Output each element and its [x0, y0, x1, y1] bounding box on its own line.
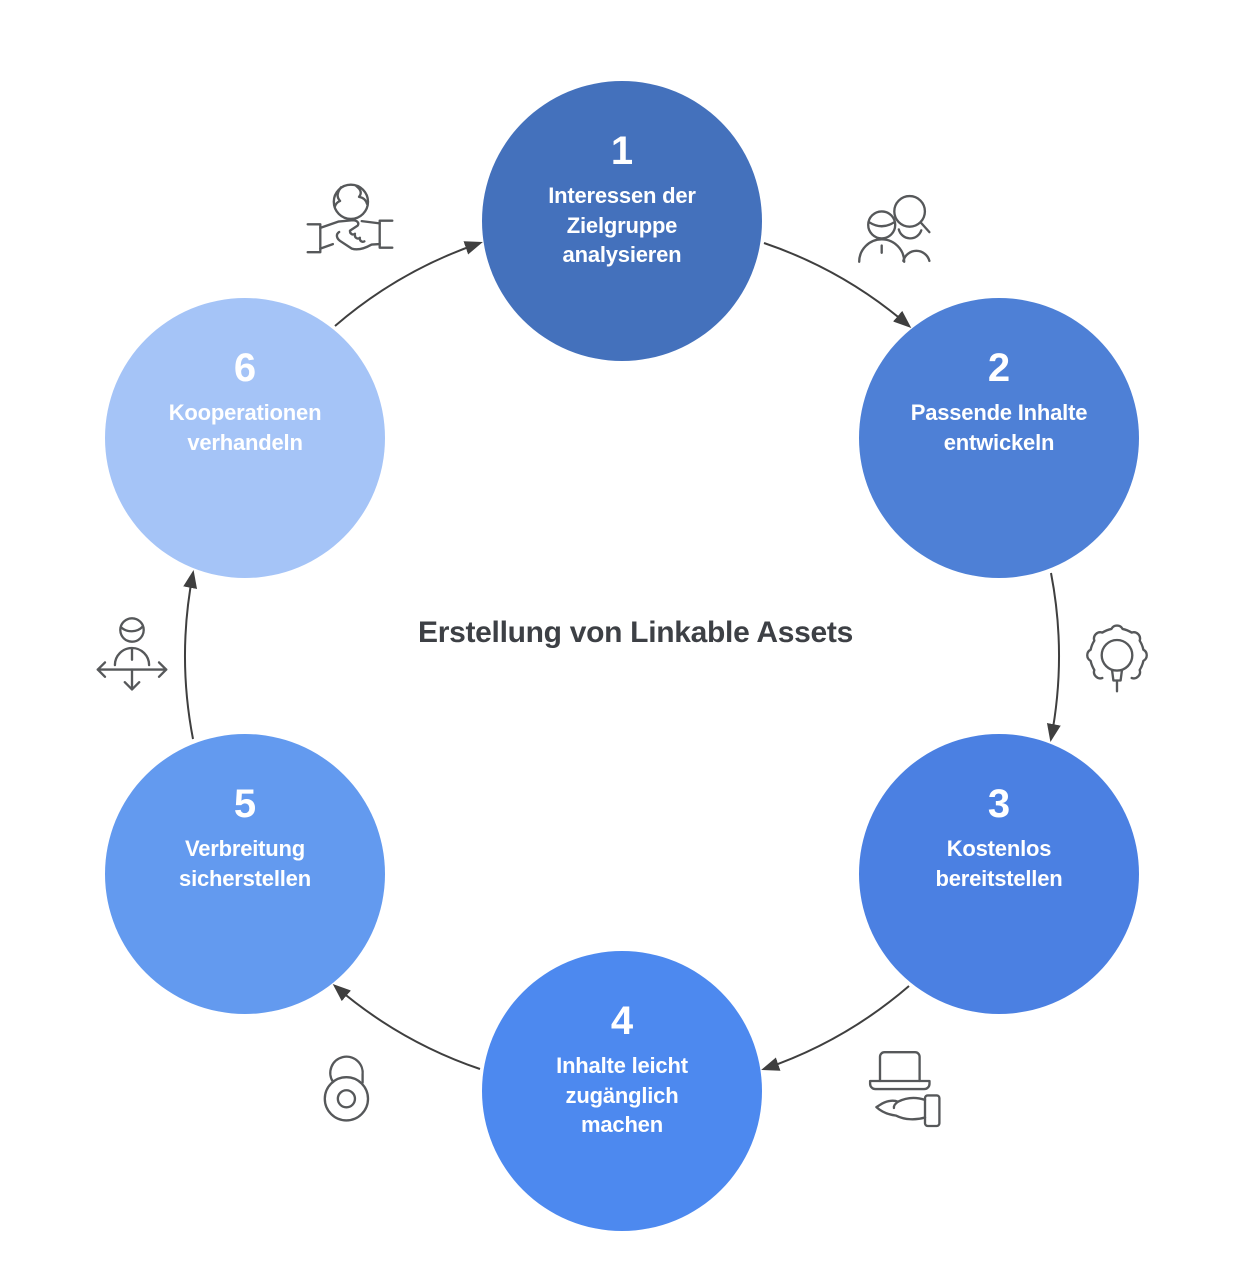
hand-laptop-icon [853, 1045, 943, 1135]
person-distribution-icon [87, 612, 177, 702]
arrow-1-to-2 [763, 242, 912, 328]
arrow-5-to-6 [183, 570, 198, 740]
step-label: Inhalte leicht zugänglich machen [556, 1053, 688, 1138]
step-circle-1: 1 Interessen der Zielgruppe analysieren [482, 81, 762, 361]
step-circle-4: 4 Inhalte leicht zugänglich machen [482, 951, 762, 1231]
step-number: 1 [610, 129, 634, 173]
step-label: Interessen der Zielgruppe analysieren [548, 183, 696, 268]
open-lock-icon [305, 1043, 395, 1133]
step-circle-6: 6 Kooperationen verhandeln [105, 298, 385, 578]
step-number: 5 [233, 782, 257, 826]
step-label: Verbreitung sicherstellen [179, 836, 311, 891]
step-circle-5: 5 Verbreitung sicherstellen [105, 734, 385, 1014]
step-number: 2 [987, 346, 1011, 390]
step-circle-3: 3 Kostenlos bereitstellen [859, 734, 1139, 1014]
gear-lightbulb-icon [1072, 613, 1162, 703]
arrow-3-to-4 [761, 985, 910, 1071]
arrow-4-to-5 [332, 984, 481, 1070]
arrow-6-to-1 [334, 241, 483, 327]
page-title: Erstellung von Linkable Assets [417, 616, 853, 649]
arrow-2-to-3 [1046, 572, 1061, 742]
step-number: 4 [610, 999, 634, 1043]
step-label: Passende Inhalte entwickeln [910, 400, 1088, 455]
step-label: Kooperationen verhandeln [168, 400, 322, 455]
globe-handshake-icon [305, 182, 395, 272]
step-label: Kostenlos bereitstellen [935, 836, 1063, 891]
audience-analysis-icon [852, 188, 942, 278]
step-circle-2: 2 Passende Inhalte entwickeln [859, 298, 1139, 578]
step-number: 3 [987, 782, 1011, 826]
step-number: 6 [233, 346, 257, 390]
